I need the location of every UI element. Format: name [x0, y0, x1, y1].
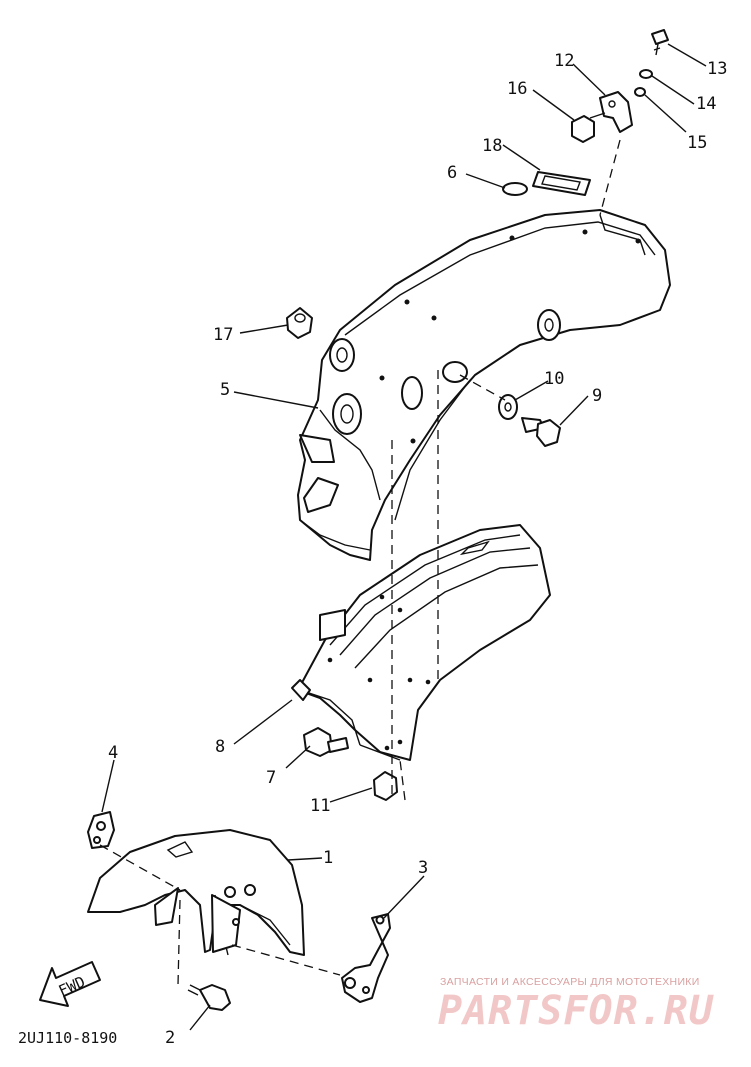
- leader-lines: [101, 43, 707, 1031]
- alignment-lines: [99, 139, 621, 986]
- callout-5: 5: [220, 380, 230, 400]
- callout-12: 12: [554, 51, 574, 71]
- bolt-part-7[interactable]: [303, 727, 349, 757]
- callout-18: 18: [482, 136, 502, 156]
- inner-rear-fender[interactable]: [291, 524, 551, 761]
- nut-part-11[interactable]: [373, 771, 398, 801]
- washer-part-15[interactable]: [634, 87, 646, 97]
- bolt-part-9[interactable]: [521, 417, 561, 447]
- washer-part-6[interactable]: [502, 182, 528, 196]
- bracket-part-4[interactable]: [87, 811, 115, 849]
- rear-fender[interactable]: [297, 209, 671, 561]
- bolt-part-2[interactable]: [187, 984, 231, 1011]
- callout-4: 4: [108, 743, 118, 763]
- callout-3: 3: [418, 858, 428, 878]
- callout-2: 2: [165, 1028, 175, 1048]
- washer-part-14[interactable]: [639, 69, 653, 79]
- callout-1: 1: [323, 848, 333, 868]
- callout-10: 10: [544, 369, 564, 389]
- stay-part-3[interactable]: [341, 913, 391, 1003]
- nut-part-16[interactable]: [571, 115, 595, 143]
- screw-part-13[interactable]: [651, 29, 669, 56]
- grommet-part-17[interactable]: [286, 307, 313, 339]
- callout-16: 16: [507, 79, 527, 99]
- callout-6: 6: [447, 163, 457, 183]
- reflector-part-18[interactable]: [532, 171, 591, 196]
- diagram-code: 2UJ110-8190: [18, 1029, 117, 1047]
- callout-14: 14: [696, 94, 716, 114]
- callout-numbers: 1 2 3 4 5 6 7 8 9 10 11 12 13 14 15 16 1…: [108, 51, 727, 1048]
- callout-17: 17: [213, 325, 233, 345]
- bracket-part-12[interactable]: [589, 91, 633, 133]
- washer-part-10[interactable]: [498, 394, 518, 420]
- callout-15: 15: [687, 133, 707, 153]
- watermark-tagline: ЗАПЧАСТИ И АКСЕССУАРЫ ДЛЯ МОТОТЕХНИКИ: [440, 976, 700, 988]
- callout-13: 13: [707, 59, 727, 79]
- front-fender[interactable]: [87, 829, 305, 956]
- fwd-arrow: FWD: [39, 961, 101, 1007]
- callout-8: 8: [215, 737, 225, 757]
- callout-7: 7: [266, 768, 276, 788]
- callout-11: 11: [310, 796, 330, 816]
- watermark-logo: PARTSFOR.RU: [438, 988, 714, 1034]
- callout-9: 9: [592, 386, 602, 406]
